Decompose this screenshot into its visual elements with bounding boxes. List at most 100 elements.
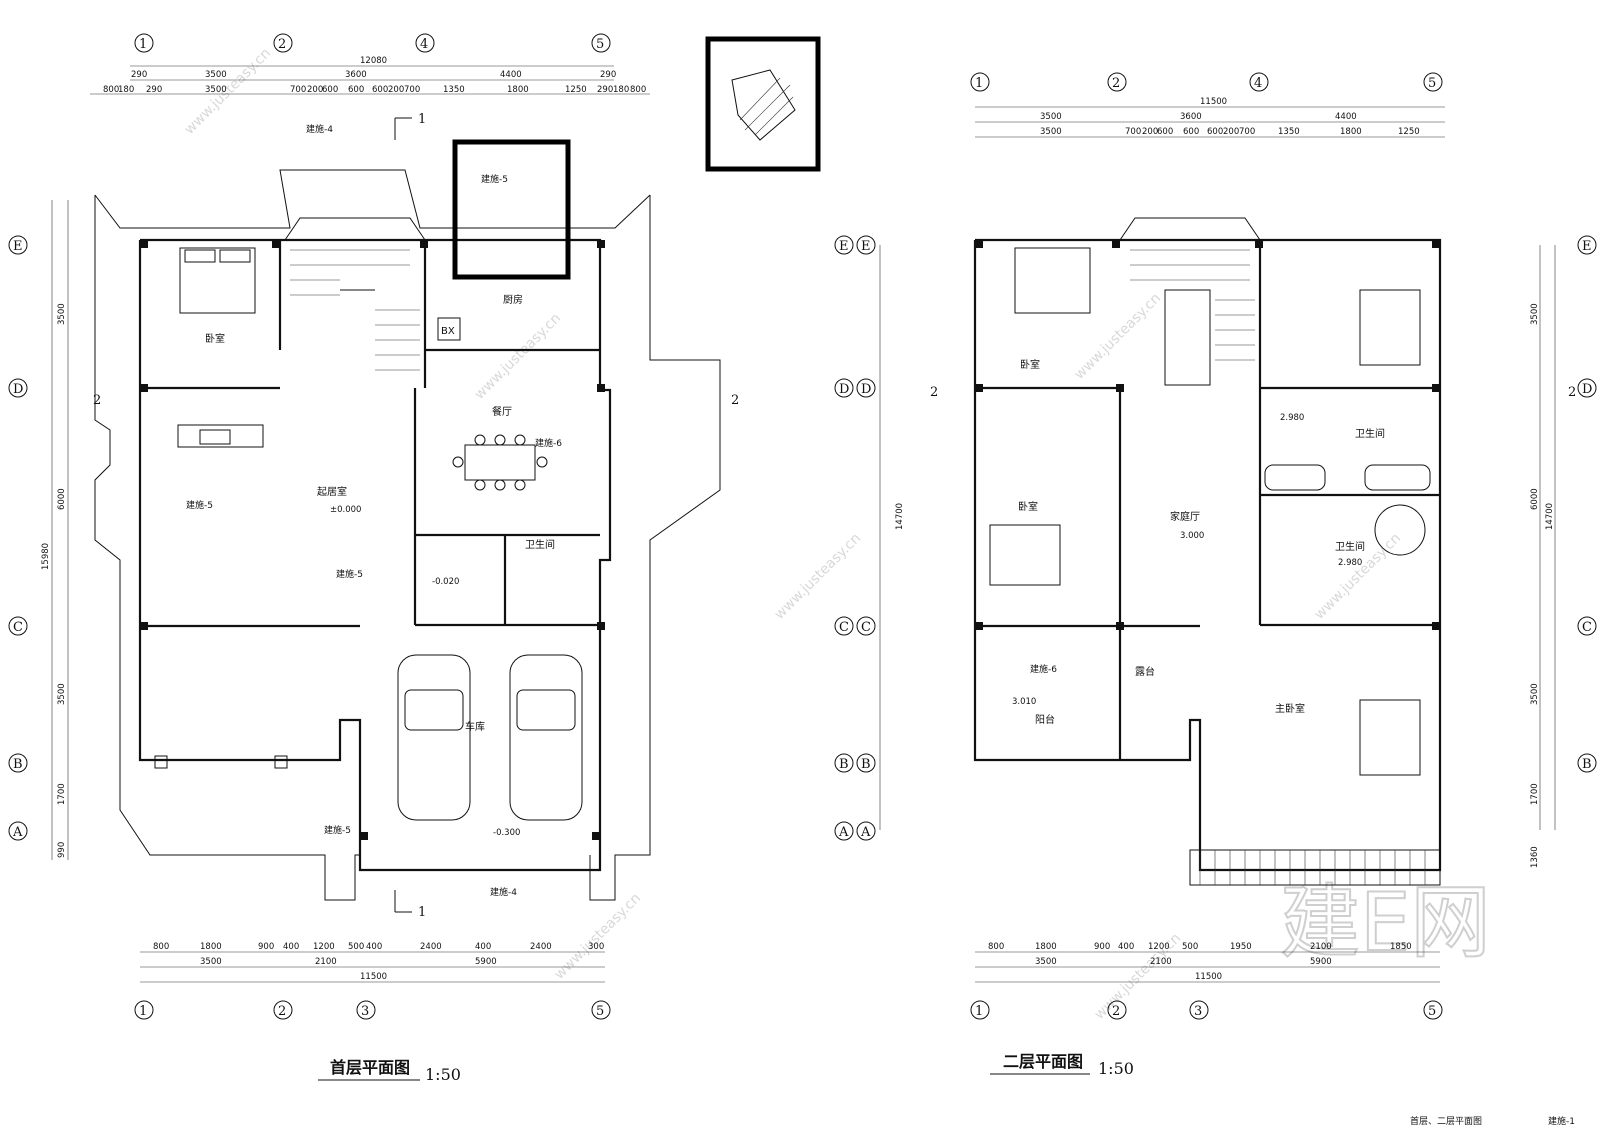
highlight-box	[452, 139, 571, 280]
dim-text: 1200	[313, 942, 335, 952]
watermark-text: www.justeasy.cn	[182, 45, 275, 138]
dim-text: 1350	[1278, 127, 1300, 137]
dim-text: 600	[1157, 127, 1173, 137]
dim-text: 2100	[1150, 957, 1172, 967]
dims-bottom-first: 800 1800 900 400 1200 500 400 2400 400 2…	[140, 942, 605, 983]
dim-text: 3500	[200, 957, 222, 967]
axis-label: 5	[1428, 76, 1436, 91]
dim-text: 3500	[57, 303, 67, 325]
axis-label: B	[1582, 757, 1592, 772]
axis-label: A	[12, 825, 23, 840]
axis-markers-first-left: E D C B A	[8, 235, 28, 841]
dim-text: 600	[372, 85, 388, 95]
dim-text: 3600	[345, 70, 367, 80]
dim-text: 5900	[1310, 957, 1332, 967]
dim-text: 800	[988, 942, 1004, 952]
dim-text: 700	[404, 85, 420, 95]
axis-label: C	[13, 620, 23, 635]
dim-text: 180	[613, 85, 629, 95]
dim-text: 14700	[895, 503, 905, 530]
axis-markers-middle: E D C B A E D C B A	[834, 235, 876, 841]
dims-top-second: 11500 3500 3600 4400 3500 700 200 600 60…	[975, 97, 1445, 138]
dim-text: 180	[118, 85, 134, 95]
dim-text: 200	[1142, 127, 1158, 137]
axis-markers-first-bottom: 1 2 3 5	[134, 1000, 611, 1020]
level-label: 3.010	[1012, 697, 1036, 707]
bathtub-icon	[1364, 464, 1431, 491]
bathtub-icon	[1264, 464, 1326, 491]
room-label: 主卧室	[1275, 702, 1305, 715]
dim-text: 400	[1118, 942, 1134, 952]
section-mark: 2	[93, 393, 101, 408]
dim-text: 1800	[200, 942, 222, 952]
scale-label: 1:50	[1098, 1059, 1134, 1078]
dim-text: 500	[348, 942, 364, 952]
axis-label: 5	[596, 37, 604, 52]
dim-text: 3500	[1530, 683, 1540, 705]
dim-text: 6000	[1530, 488, 1540, 510]
axis-label: B	[861, 757, 871, 772]
scale-label: 1:50	[425, 1065, 461, 1084]
dim-text: 1800	[1035, 942, 1057, 952]
axis-label: C	[839, 620, 849, 635]
level-label: 3.000	[1180, 531, 1204, 541]
section-mark: 2	[1568, 385, 1576, 400]
axis-markers-second-right: E D C B	[1577, 235, 1597, 773]
dim-text: 1200	[1148, 942, 1170, 952]
axis-label: 4	[420, 37, 428, 52]
dim-text: 2100	[315, 957, 337, 967]
detail-note: 建施-4	[490, 886, 517, 898]
watermark-text: www.justeasy.cn	[772, 530, 865, 623]
columns-first	[140, 240, 605, 840]
dim-text: 3500	[1040, 127, 1062, 137]
dim-text: 500	[1182, 942, 1198, 952]
dim-text: 200	[388, 85, 404, 95]
level-label: ±0.000	[330, 505, 361, 515]
dim-text: 400	[283, 942, 299, 952]
dim-text: 12080	[360, 56, 387, 66]
room-label: 卫生间	[1335, 540, 1365, 553]
dim-text: 200	[1223, 127, 1239, 137]
room-label: 餐厅	[492, 405, 512, 418]
detail-note: 建施-5	[324, 824, 351, 836]
detail-note: 建施-5	[481, 173, 508, 185]
dim-text: 6000	[57, 488, 67, 510]
dim-text: 3500	[1530, 303, 1540, 325]
dim-text: 700	[1239, 127, 1255, 137]
room-label: 卧室	[205, 332, 225, 345]
car-icon	[397, 654, 583, 821]
axis-label: 1	[139, 1004, 147, 1019]
axis-label: 1	[139, 37, 147, 52]
second-floor-plan: 卧室 卧室 家庭厅 3.000 卫生间 2.980 卫生间 2.980 露台 阳…	[930, 217, 1576, 886]
dim-text: 4400	[1335, 112, 1357, 122]
dims-left-first: 15980 3500 6000 3500 1700 990	[41, 200, 69, 860]
sheet-number: 建施-1	[1548, 1115, 1575, 1127]
watermark-text: www.justeasy.cn	[1072, 290, 1165, 383]
dim-text: 290	[131, 70, 147, 80]
dim-text: 3500	[1040, 112, 1062, 122]
dim-text: 1350	[443, 85, 465, 95]
dim-text: 1800	[1340, 127, 1362, 137]
columns-second	[975, 240, 1440, 630]
room-label: 车库	[465, 720, 485, 733]
room-label: 卧室	[1020, 358, 1040, 371]
sheet-name: 首层、二层平面图	[1410, 1115, 1482, 1127]
dim-text: 3600	[1180, 112, 1202, 122]
dim-text: 5900	[475, 957, 497, 967]
balcony-railing	[1189, 849, 1441, 886]
bed-icon	[179, 247, 256, 314]
axis-label: 2	[1112, 76, 1120, 91]
dim-text: 600	[1207, 127, 1223, 137]
axis-label: 5	[596, 1004, 604, 1019]
dim-text: 800	[630, 85, 646, 95]
axis-label: D	[839, 382, 849, 397]
watermark-layer: www.justeasy.cn www.justeasy.cn www.just…	[182, 45, 1492, 1023]
stair-second	[1130, 249, 1255, 361]
dim-text: 200	[307, 85, 323, 95]
axis-label: 5	[1428, 1004, 1436, 1019]
section-mark: 1	[418, 112, 426, 127]
legend-symbol	[705, 36, 821, 172]
drawing-titles: 首层平面图 1:50 二层平面图 1:50 首层、二层平面图 建施-1	[318, 1052, 1575, 1127]
axis-markers-second-bottom: 1 2 3 5	[970, 1000, 1443, 1020]
